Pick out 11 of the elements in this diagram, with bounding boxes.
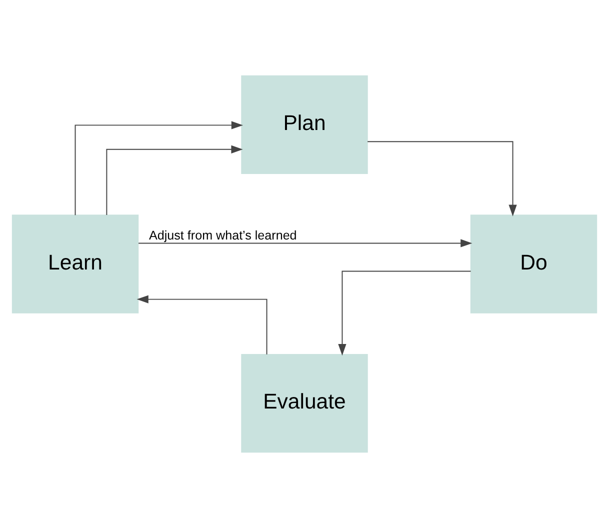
arrow <box>136 294 268 354</box>
node-box: Do <box>470 214 598 313</box>
arrow <box>74 120 244 216</box>
edge-label: Adjust from what’s learned <box>149 228 297 242</box>
node-box: Plan <box>241 74 368 174</box>
node-box: Learn <box>12 214 139 313</box>
node-box: Evaluate <box>241 353 368 452</box>
arrow <box>138 238 472 247</box>
arrow <box>338 270 472 356</box>
arrow <box>106 144 243 216</box>
arrow <box>367 140 517 216</box>
